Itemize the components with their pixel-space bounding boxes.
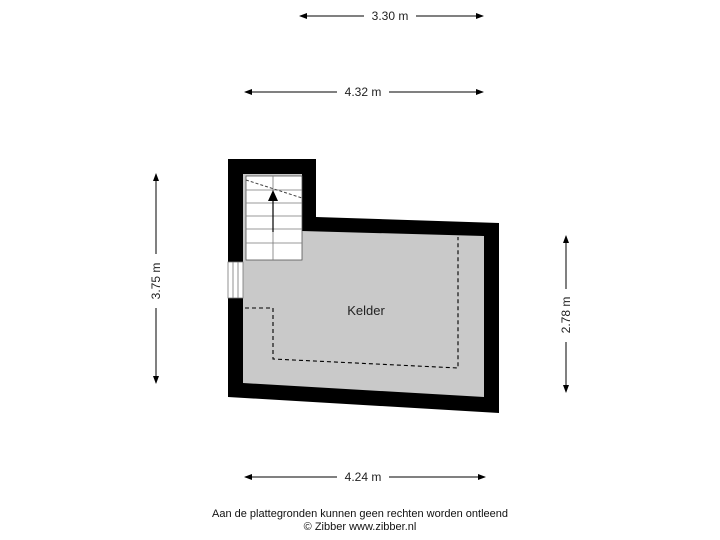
disclaimer-text: Aan de plattegronden kunnen geen rechten… bbox=[211, 508, 508, 520]
dimension-top-upper: 3.30 m bbox=[299, 9, 484, 23]
staircase bbox=[245, 175, 303, 261]
dimension-bottom: 4.24 m bbox=[244, 470, 486, 484]
stair-arrow-icon bbox=[268, 190, 278, 232]
dimension-right: 2.78 m bbox=[559, 235, 573, 393]
dimension-left: 3.75 m bbox=[149, 173, 163, 384]
dimension-label-top-lower: 4.32 m bbox=[345, 85, 382, 99]
floor-area bbox=[243, 174, 484, 397]
room-label: Kelder bbox=[347, 303, 385, 318]
dimension-top-lower: 4.32 m bbox=[244, 85, 484, 99]
dimension-label-bottom: 4.24 m bbox=[345, 470, 382, 484]
window bbox=[227, 261, 244, 299]
dashed-outline bbox=[245, 237, 459, 369]
dimension-label-top-upper: 3.30 m bbox=[372, 9, 409, 23]
dimension-label-left: 3.75 m bbox=[149, 263, 163, 300]
dimension-label-right: 2.78 m bbox=[559, 297, 573, 334]
copyright-text: © Zibber www.zibber.nl bbox=[303, 521, 417, 533]
